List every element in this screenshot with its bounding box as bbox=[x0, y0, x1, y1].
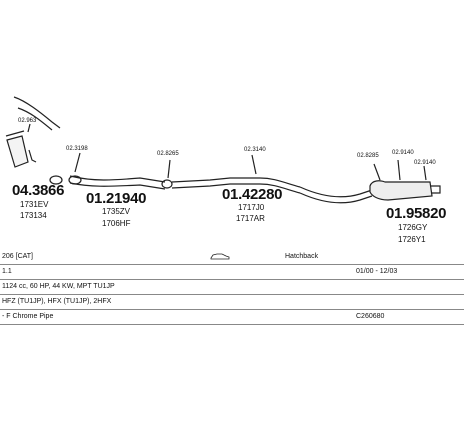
exhaust-drawing bbox=[5, 96, 441, 204]
oem-p2-b: 1706HF bbox=[102, 219, 131, 228]
middle-pipe-1-edge bbox=[69, 182, 166, 190]
info-row-engine: 1124 cc, 60 HP, 44 KW, MPT TU1JP bbox=[0, 279, 464, 295]
info-row-engine-codes: HFZ (TU1JP), HFX (TU1JP), 2HFX bbox=[0, 294, 464, 310]
clamp-1 bbox=[49, 175, 63, 185]
part-number-p1[interactable]: 04.3866 bbox=[12, 182, 65, 199]
oem-p5-a: 1726GY bbox=[398, 223, 428, 232]
callout-p4: 02.3140 bbox=[244, 147, 266, 153]
vehicle-description: - F Chrome Pipe bbox=[2, 313, 54, 320]
front-pipe-edge bbox=[17, 107, 53, 131]
callout-p3: 02.8265 bbox=[157, 151, 179, 157]
catalyst bbox=[6, 135, 29, 168]
part-number-p5[interactable]: 01.95820 bbox=[386, 205, 447, 222]
vehicle-engine-codes: HFZ (TU1JP), HFX (TU1JP), 2HFX bbox=[2, 298, 112, 305]
middle-pipe-2-edge bbox=[171, 183, 301, 194]
rear-pipe-edge bbox=[299, 192, 373, 204]
sensor-bung bbox=[28, 149, 37, 163]
catalyst-flange bbox=[5, 130, 25, 137]
callout-p5-a: 02.8285 bbox=[357, 153, 379, 159]
vehicle-model: 206 [CAT] bbox=[2, 253, 33, 260]
car-icon bbox=[210, 252, 230, 262]
tailpipe bbox=[430, 185, 441, 194]
callout-p5-c: 02.9140 bbox=[414, 160, 436, 166]
exhaust-diagram: 02.963 04.3866 1731EV 173134 02.3198 01.… bbox=[5, 96, 447, 244]
callout-p5-b: 02.9140 bbox=[392, 150, 414, 156]
vehicle-fuel: 1.1 bbox=[2, 268, 12, 275]
part-number-p4[interactable]: 01.42280 bbox=[222, 186, 283, 203]
oem-p4-a: 1717J0 bbox=[238, 203, 265, 212]
oem-p1-a: 1731EV bbox=[20, 200, 49, 209]
callout-p1: 02.963 bbox=[18, 118, 37, 124]
front-pipe bbox=[13, 96, 61, 129]
oem-p5-b: 1726Y1 bbox=[398, 235, 426, 244]
middle-pipe-2 bbox=[171, 177, 301, 188]
oem-p1-b: 173134 bbox=[20, 211, 47, 220]
vehicle-reference: C260680 bbox=[356, 313, 385, 320]
vehicle-engine: 1124 cc, 60 HP, 44 KW, MPT TU1JP bbox=[2, 283, 115, 290]
vehicle-body: Hatchback bbox=[285, 253, 319, 260]
oem-p2-a: 1735ZV bbox=[102, 207, 131, 216]
rear-pipe bbox=[299, 186, 373, 198]
clamp-2 bbox=[161, 179, 173, 189]
info-row-description: - F Chrome Pipe C260680 bbox=[0, 309, 464, 325]
vehicle-period: 01/00 - 12/03 bbox=[356, 268, 398, 275]
callout-p2: 02.3198 bbox=[66, 146, 88, 152]
info-row-fuel: 1.1 01/00 - 12/03 bbox=[0, 264, 464, 280]
oem-p4-b: 1717AR bbox=[236, 214, 265, 223]
middle-pipe-1 bbox=[69, 175, 166, 183]
info-row-model: 206 [CAT] Hatchback bbox=[0, 249, 464, 265]
part-number-p2[interactable]: 01.21940 bbox=[86, 190, 147, 207]
rear-silencer bbox=[369, 180, 433, 201]
